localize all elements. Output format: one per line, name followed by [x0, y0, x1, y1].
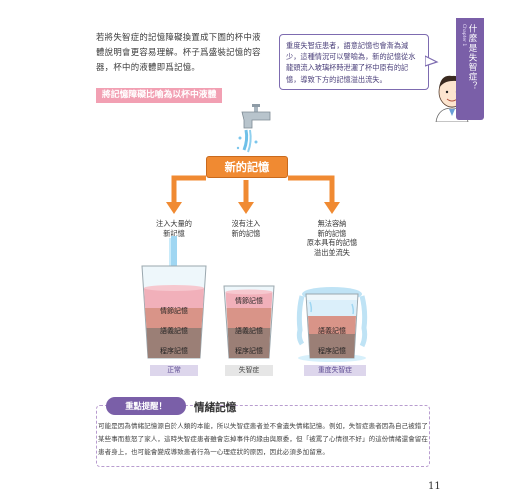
intro-paragraph: 若將失智症的記憶障礙換置成下圖的杯中液體說明會更容易理解。杯子爲盛裝記憶的容器，…	[96, 32, 261, 72]
section-label: 將記憶障礙比喻為以杯中液體	[96, 88, 223, 103]
layer-procedural-severe: 程序記憶	[318, 347, 346, 355]
branch-right-line-2: 新的記憶	[317, 229, 347, 238]
glass-dementia	[223, 285, 275, 359]
layer-semantic-dementia: 語義記憶	[235, 327, 263, 335]
layer-procedural-dementia: 程序記憶	[235, 347, 263, 355]
chapter-title: 什麼是失智症？	[467, 24, 477, 92]
speech-bubble-tail	[425, 55, 439, 67]
caption-normal: 正常	[150, 365, 198, 376]
branch-left-line-2: 新記憶	[163, 229, 185, 238]
keypoint-title: 情緒記憶	[194, 402, 237, 414]
branch-left-line-1: 注入大量的	[156, 219, 192, 228]
layer-episodic-dementia: 情節記憶	[235, 297, 263, 305]
layer-semantic-normal: 語義記憶	[160, 327, 188, 335]
speech-bubble: 重度失智症患者，語意記憶也會漸為減少，這種情況可以譬喻為，新的記憶從水龍頭流入玻…	[279, 34, 429, 90]
chapter-side-tab: Chapter 1 什麼是失智症？	[456, 18, 484, 120]
branch-label-right: 無法容納 新的記憶	[304, 219, 360, 239]
new-memory-box: 新的記憶	[206, 156, 288, 178]
layer-procedural-normal: 程序記憶	[160, 347, 188, 355]
keypoint-badge: 重點提醒！	[106, 397, 186, 415]
branch-label-middle: 沒有注入 新的記憶	[218, 219, 274, 239]
branch-arrows	[166, 175, 340, 214]
page-number: 11	[428, 481, 441, 492]
branch-middle-line-1: 沒有注入	[231, 219, 261, 228]
glass-severe	[296, 287, 368, 362]
branch-right-line-1: 無法容納	[317, 219, 347, 228]
keypoint-body: 可能是因為情緒記憶源自於人類的本能，所以失智症患者並不會遺失情緒記憶。例如，失智…	[98, 422, 428, 456]
faucet-icon	[236, 104, 271, 153]
layer-episodic-normal: 情節記憶	[160, 307, 188, 315]
branch-middle-line-2: 新的記憶	[231, 229, 261, 238]
chapter-number: Chapter 1	[461, 24, 466, 47]
branch-label-left: 注入大量的 新記憶	[146, 219, 202, 239]
overflow-note: 原本具有的記憶 溢出並流失	[298, 238, 366, 258]
caption-severe: 重度失智症	[304, 365, 366, 376]
overflow-note-line-1: 原本具有的記憶	[306, 238, 358, 247]
caption-dementia: 失智症	[225, 365, 273, 376]
keypoint-box	[96, 405, 430, 467]
glass-normal	[141, 236, 207, 359]
layer-semantic-severe: 語義記憶	[318, 327, 346, 335]
overflow-note-line-2: 溢出並流失	[314, 248, 350, 257]
